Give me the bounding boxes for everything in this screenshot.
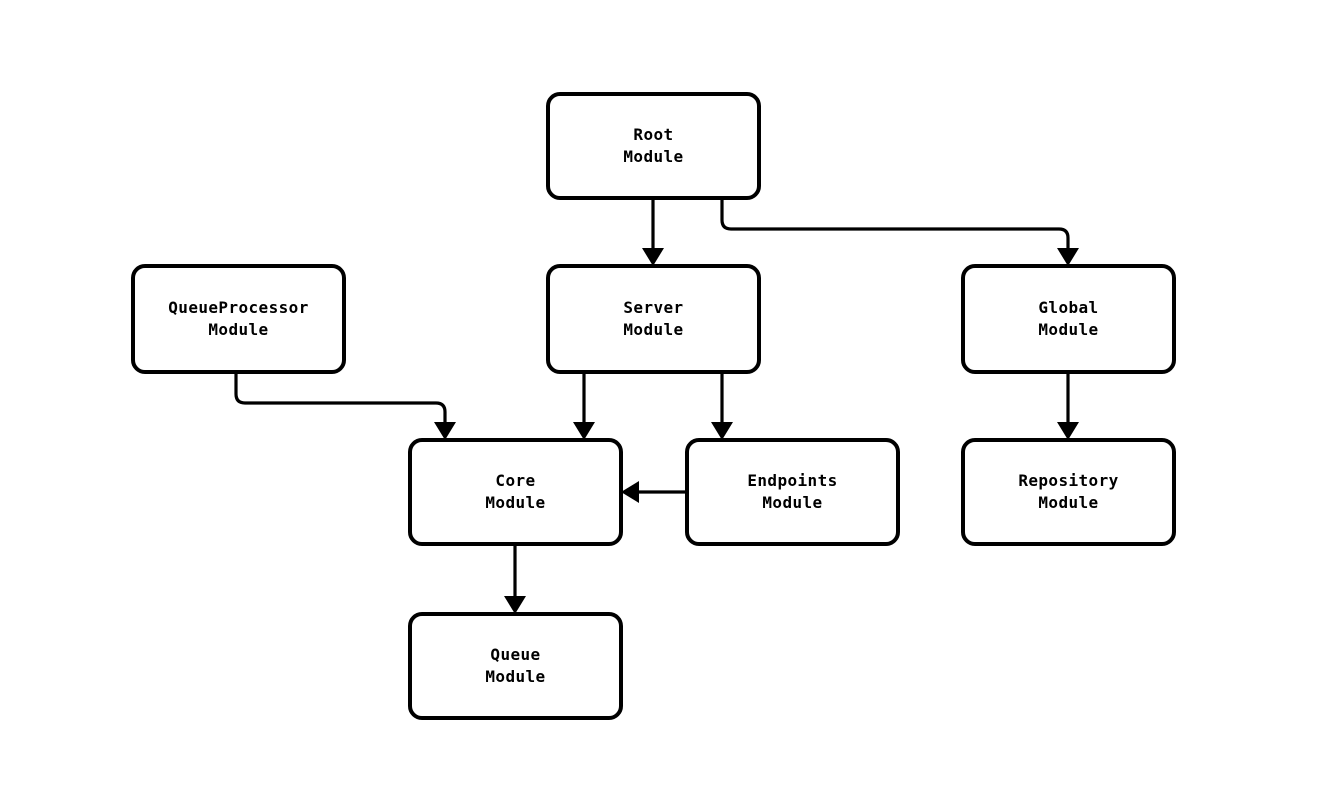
repository-module-label-line2: Module — [1038, 493, 1098, 512]
global-module-box[interactable] — [961, 264, 1176, 374]
arrowhead-icon — [1057, 248, 1079, 266]
repository-module-box[interactable] — [961, 438, 1176, 546]
edge-core-to-queue — [504, 544, 526, 614]
repository-module-label-line1: Repository — [1018, 471, 1118, 490]
arrowhead-icon — [504, 596, 526, 614]
global-module-label-line2: Module — [1038, 320, 1098, 339]
core-module-label-line1: Core — [495, 471, 535, 490]
root-module-box[interactable] — [546, 92, 761, 200]
queue-module-box[interactable] — [408, 612, 623, 720]
arrowhead-icon — [711, 422, 733, 440]
edge-line — [234, 372, 447, 432]
arrowhead-icon — [573, 422, 595, 440]
queueprocessor-module-label-line2: Module — [208, 320, 268, 339]
edge-server-to-endpoints — [711, 372, 733, 440]
server-module-box[interactable] — [546, 264, 761, 374]
core-module-label-line2: Module — [485, 493, 545, 512]
arrowhead-icon — [621, 481, 639, 503]
global-module-label-line1: Global — [1038, 298, 1098, 317]
endpoints-module-label-line1: Endpoints — [747, 471, 837, 490]
arrowhead-icon — [642, 248, 664, 266]
endpoints-module-box[interactable] — [685, 438, 900, 546]
queueprocessor-module-box[interactable] — [131, 264, 346, 374]
edge-root-to-global — [720, 198, 1079, 266]
arrowhead-icon — [434, 422, 456, 440]
queue-module-label-line1: Queue — [490, 645, 540, 664]
edges-layer — [234, 198, 1079, 614]
edge-line — [720, 198, 1070, 258]
core-module-box[interactable] — [408, 438, 623, 546]
edge-global-to-repository — [1057, 372, 1079, 440]
root-module-label-line2: Module — [623, 147, 683, 166]
root-module-label-line1: Root — [633, 125, 673, 144]
edge-server-to-core — [573, 372, 595, 440]
queue-module-label-line2: Module — [485, 667, 545, 686]
endpoints-module-label-line2: Module — [762, 493, 822, 512]
server-module-label-line2: Module — [623, 320, 683, 339]
edge-root-to-server — [642, 198, 664, 266]
edge-queueprocessor-to-core — [234, 372, 456, 440]
queueprocessor-module-label-line1: QueueProcessor — [168, 298, 308, 317]
arrowhead-icon — [1057, 422, 1079, 440]
edge-endpoints-to-core — [621, 481, 687, 503]
server-module-label-line1: Server — [623, 298, 683, 317]
